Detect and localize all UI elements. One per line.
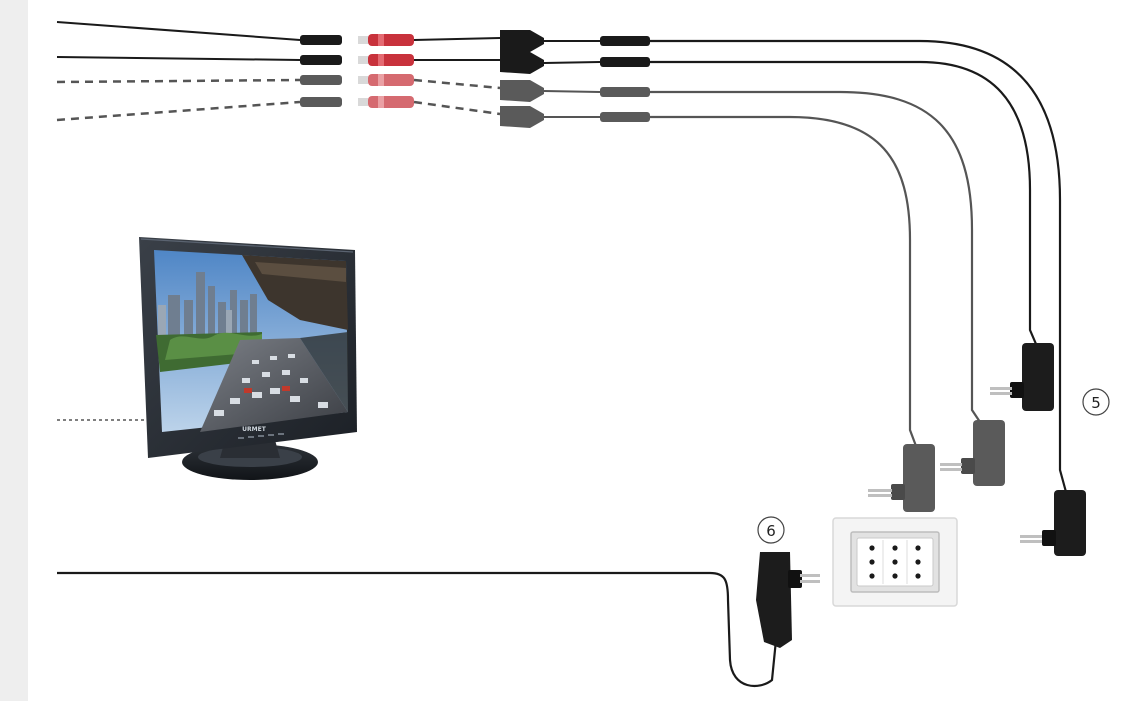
monitor-screen [154,250,348,432]
power-adapter-icon [868,343,1086,556]
incoming-cable-1 [56,21,301,41]
incoming-cable-2 [56,56,301,61]
incoming-cable-3 [56,78,301,84]
short-cables [413,37,501,116]
incoming-cables [56,21,301,122]
left-margin-strip [0,0,28,701]
power-cable-4 [650,115,918,447]
monitor-brand-label: URMET [242,426,267,433]
callout-6-label: 6 [766,522,776,540]
adapter-camera-3 [868,444,935,512]
power-cable-2 [650,60,1038,345]
callout-6: 6 [757,516,785,544]
splitter-outputs [543,36,650,122]
monitor-power-cable [57,571,778,688]
incoming-cable-4 [56,100,301,122]
power-cable-1 [650,39,1068,493]
red-plug-connectors [358,34,414,108]
power-cables [650,39,1068,493]
adapter-camera-2 [990,343,1054,411]
callout-5-label: 5 [1091,394,1101,412]
adapter-camera-1 [1020,490,1086,556]
power-cable-3 [650,90,981,423]
monitor-power-adapter [756,552,820,648]
splitter-icon [500,30,544,128]
callout-5: 5 [1082,388,1110,416]
adapter-camera-4 [940,420,1005,486]
monitor-icon: URMET [139,237,357,480]
dc-connector-icon [300,35,342,107]
wall-socket-icon [832,517,958,607]
